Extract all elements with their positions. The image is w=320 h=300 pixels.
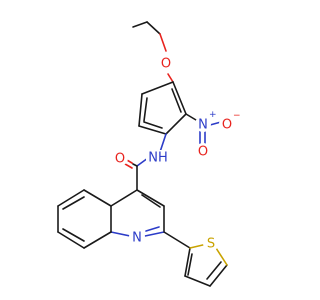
amide-nh-mask [146,150,170,166]
thiophene-sulfur-label: S [207,237,215,252]
nitro-oxygen-double-label: O [198,145,208,160]
nitro-positive-charge: + [209,110,217,120]
carbonyl-oxygen-label: O [115,152,125,167]
ether-oxygen-mask [158,55,174,71]
bond [138,125,167,135]
ether-oxygen-label: O [161,57,171,72]
quinoline-nitrogen-label: N [132,231,142,246]
nitro-nitrogen-label: N [198,118,208,133]
bond [163,231,191,249]
bond [132,21,148,28]
bond [136,189,165,207]
bond [62,228,85,242]
nitro-nitrogen-mask [195,116,211,132]
amide-nh-label: NH [148,151,168,166]
molecule-structure: O N + O O − O NH N S [57,21,241,287]
bond [57,189,85,207]
bond [141,194,161,208]
bond [110,231,131,237]
atom-labels: O N + O O − O NH N S [112,55,241,252]
quinoline-nitrogen-mask [129,229,145,245]
bond [209,264,228,287]
nitro-oxygen-single-mask [219,116,235,132]
bond [110,189,138,207]
bond [159,33,167,52]
ethoxy-group [132,21,174,83]
bond [171,88,182,113]
nitro-negative-charge: − [233,111,241,121]
nitro-group [185,113,222,146]
bond [215,247,228,266]
bond [138,93,143,127]
bond [141,81,174,95]
nitro-oxygen-double-mask [195,143,211,159]
bond [165,113,187,135]
bond [143,121,163,129]
bond [62,196,85,210]
bond [83,231,112,249]
carbonyl-oxygen-mask [112,150,128,166]
bond [83,189,112,207]
quinoline-ring-system [57,189,165,249]
bond [185,113,197,121]
bond [143,97,148,122]
bond [146,21,161,35]
bond [159,133,167,153]
nitrophenyl-ring [138,81,187,135]
nitro-oxygen-single-label: O [222,118,232,133]
bond [57,231,85,249]
bond [145,226,160,232]
bond [172,81,187,115]
bond [187,253,193,276]
thiophene-sulfur-mask [203,235,219,251]
bond [206,261,222,280]
bond [184,247,191,277]
bond [144,231,165,237]
bond [184,275,211,287]
bond [167,73,174,83]
